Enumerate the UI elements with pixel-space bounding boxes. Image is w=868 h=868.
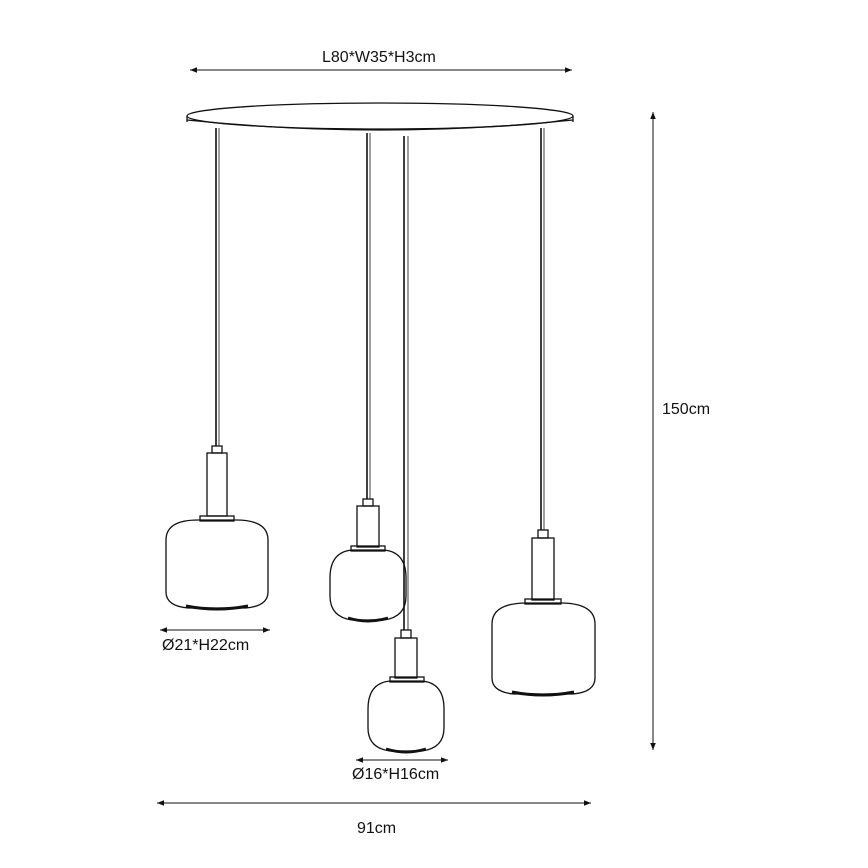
ceiling-canopy [186,102,574,131]
top-dimension-label: L80*W35*H3cm [322,49,436,66]
height-dimension-label: 150cm [662,401,711,418]
small-shade-dimension-label: Ø16*H16cm [352,766,440,783]
width-dimension-label: 91cm [357,820,397,837]
large-shade-dimension-label: Ø21*H22cm [162,637,250,654]
pendant-large-left [165,128,269,611]
pendant-large-right [491,128,596,697]
pendant-small-middle [329,133,407,623]
pendant-small-bottom [367,136,445,754]
